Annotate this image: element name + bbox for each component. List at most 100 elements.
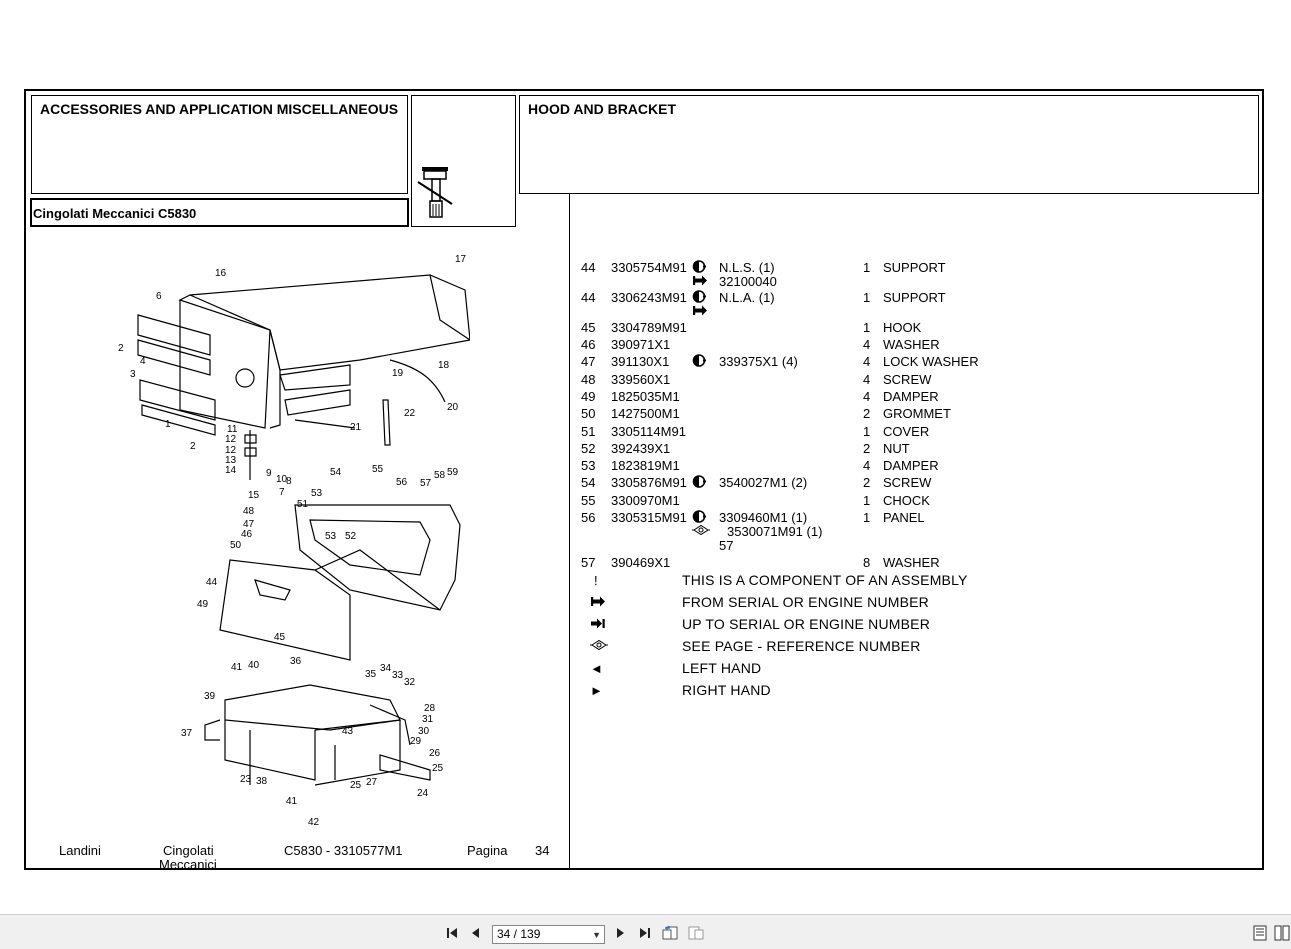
- part-callout: 45: [274, 632, 286, 643]
- part-ref-number: 51: [581, 424, 596, 439]
- part-note: 339375X1 (4): [719, 354, 798, 369]
- part-ref-number: 50: [581, 406, 596, 421]
- exploded-parts-diagram: 16 17 6 2 4 3 18 19 20 22 21 1 2 11 12 1…: [118, 254, 470, 828]
- part-note: N.L.A. (1): [719, 290, 775, 305]
- part-callout: 24: [417, 788, 429, 799]
- part-ref-number: 49: [581, 389, 596, 404]
- next-page-button[interactable]: [611, 924, 629, 942]
- single-page-view-button[interactable]: [1251, 924, 1269, 942]
- part-number: 3305315M91: [611, 510, 687, 525]
- part-quantity: 8: [863, 555, 871, 570]
- part-callout: 1: [165, 419, 171, 430]
- forward-view-icon: [688, 926, 704, 940]
- part-callout: 13: [225, 455, 237, 466]
- part-callout: 18: [438, 360, 450, 371]
- part-number: 3305754M91: [611, 260, 687, 275]
- part-quantity: 2: [863, 406, 871, 421]
- part-callout: 33: [392, 670, 404, 681]
- part-number: 390971X1: [611, 337, 671, 352]
- part-callout: 2: [118, 343, 124, 354]
- part-quantity: 1: [863, 290, 871, 305]
- part-description: NUT: [883, 441, 910, 456]
- left-triangle-icon: ◄: [590, 661, 603, 676]
- page-selector[interactable]: 34 / 139 ▼: [492, 925, 605, 944]
- first-page-icon: [447, 928, 457, 938]
- part-ref-number: 45: [581, 320, 596, 335]
- part-quantity: 1: [863, 510, 871, 525]
- footer-series-line2: Meccanici: [159, 857, 217, 872]
- exclamation-icon: !: [594, 573, 598, 588]
- half-circle-icon: [692, 510, 708, 523]
- part-callout: 47: [243, 519, 255, 530]
- part-callout: 11: [227, 424, 238, 435]
- footer-page-number: 34: [535, 843, 550, 858]
- part-description: SUPPORT: [883, 260, 946, 275]
- part-ref-number: 47: [581, 354, 596, 369]
- part-callout: 34: [380, 663, 392, 674]
- part-number: 3306243M91: [611, 290, 687, 305]
- part-callout: 55: [372, 464, 384, 475]
- from-serial-arrow-icon: [692, 304, 708, 317]
- part-note: 3540027M1 (2): [719, 475, 808, 490]
- part-description: SUPPORT: [883, 290, 946, 305]
- part-description: COVER: [883, 424, 930, 439]
- part-number: 3304789M91: [611, 320, 687, 335]
- part-callout: 23: [240, 774, 252, 785]
- next-page-icon: [617, 928, 624, 938]
- part-callout: 22: [404, 408, 416, 419]
- part-callout: 39: [204, 691, 216, 702]
- part-callout: 46: [241, 529, 253, 540]
- part-ref-number: 52: [581, 441, 596, 456]
- part-callout: 43: [342, 726, 354, 737]
- section-title: ACCESSORIES AND APPLICATION MISCELLANEOU…: [40, 101, 399, 117]
- last-page-button[interactable]: [635, 924, 653, 942]
- part-callout: 9: [266, 468, 272, 479]
- part-description: SCREW: [883, 475, 932, 490]
- part-callout: 44: [206, 577, 218, 588]
- legend-text: LEFT HAND: [682, 660, 762, 676]
- two-page-view-button[interactable]: [1273, 924, 1291, 942]
- from-serial-arrow-icon: [590, 595, 608, 609]
- part-callout: 56: [396, 477, 408, 488]
- hood-hinge-icon: [417, 167, 453, 218]
- part-description: LOCK WASHER: [883, 354, 979, 369]
- legend-text: RIGHT HAND: [682, 682, 771, 698]
- part-ref-number: 56: [581, 510, 596, 525]
- part-callout: 25: [350, 780, 362, 791]
- part-note: N.L.S. (1): [719, 260, 775, 275]
- part-number: 3305114M91: [611, 424, 686, 439]
- footer-brand: Landini: [59, 843, 101, 858]
- part-number: 392439X1: [611, 441, 671, 456]
- part-callout: 53: [325, 531, 337, 542]
- half-circle-icon: [692, 475, 708, 488]
- part-description: WASHER: [883, 555, 940, 570]
- part-callout: 12: [225, 445, 237, 456]
- part-callout: 10: [276, 474, 288, 485]
- part-callout: 54: [330, 467, 342, 478]
- part-quantity: 4: [863, 458, 871, 473]
- part-quantity: 4: [863, 372, 871, 387]
- part-callout: 41: [231, 662, 243, 673]
- part-description: CHOCK: [883, 493, 930, 508]
- document-frame: [24, 89, 1264, 870]
- part-ref-number: 54: [581, 475, 596, 490]
- part-callout: 57: [420, 478, 432, 489]
- part-description: WASHER: [883, 337, 940, 352]
- part-sub-note: 3530071M91 (1): [727, 524, 823, 539]
- part-callout: 36: [290, 656, 302, 667]
- part-number: 1823819M1: [611, 458, 680, 473]
- part-callout: 41: [286, 796, 298, 807]
- part-description: GROMMET: [883, 406, 951, 421]
- forward-view-button[interactable]: [687, 924, 705, 942]
- legend-text: THIS IS A COMPONENT OF AN ASSEMBLY: [682, 572, 968, 588]
- back-view-button[interactable]: [661, 924, 679, 942]
- footer-series-line1: Cingolati: [163, 843, 214, 858]
- legend-text: UP TO SERIAL OR ENGINE NUMBER: [682, 616, 931, 632]
- up-to-serial-arrow-icon: [590, 617, 608, 631]
- previous-page-button[interactable]: [467, 924, 485, 942]
- part-note: 3309460M1 (1): [719, 510, 808, 525]
- chevron-down-icon: ▼: [592, 930, 601, 940]
- first-page-button[interactable]: [444, 924, 462, 942]
- part-callout: 2: [190, 441, 196, 452]
- part-callout: 4: [140, 356, 146, 367]
